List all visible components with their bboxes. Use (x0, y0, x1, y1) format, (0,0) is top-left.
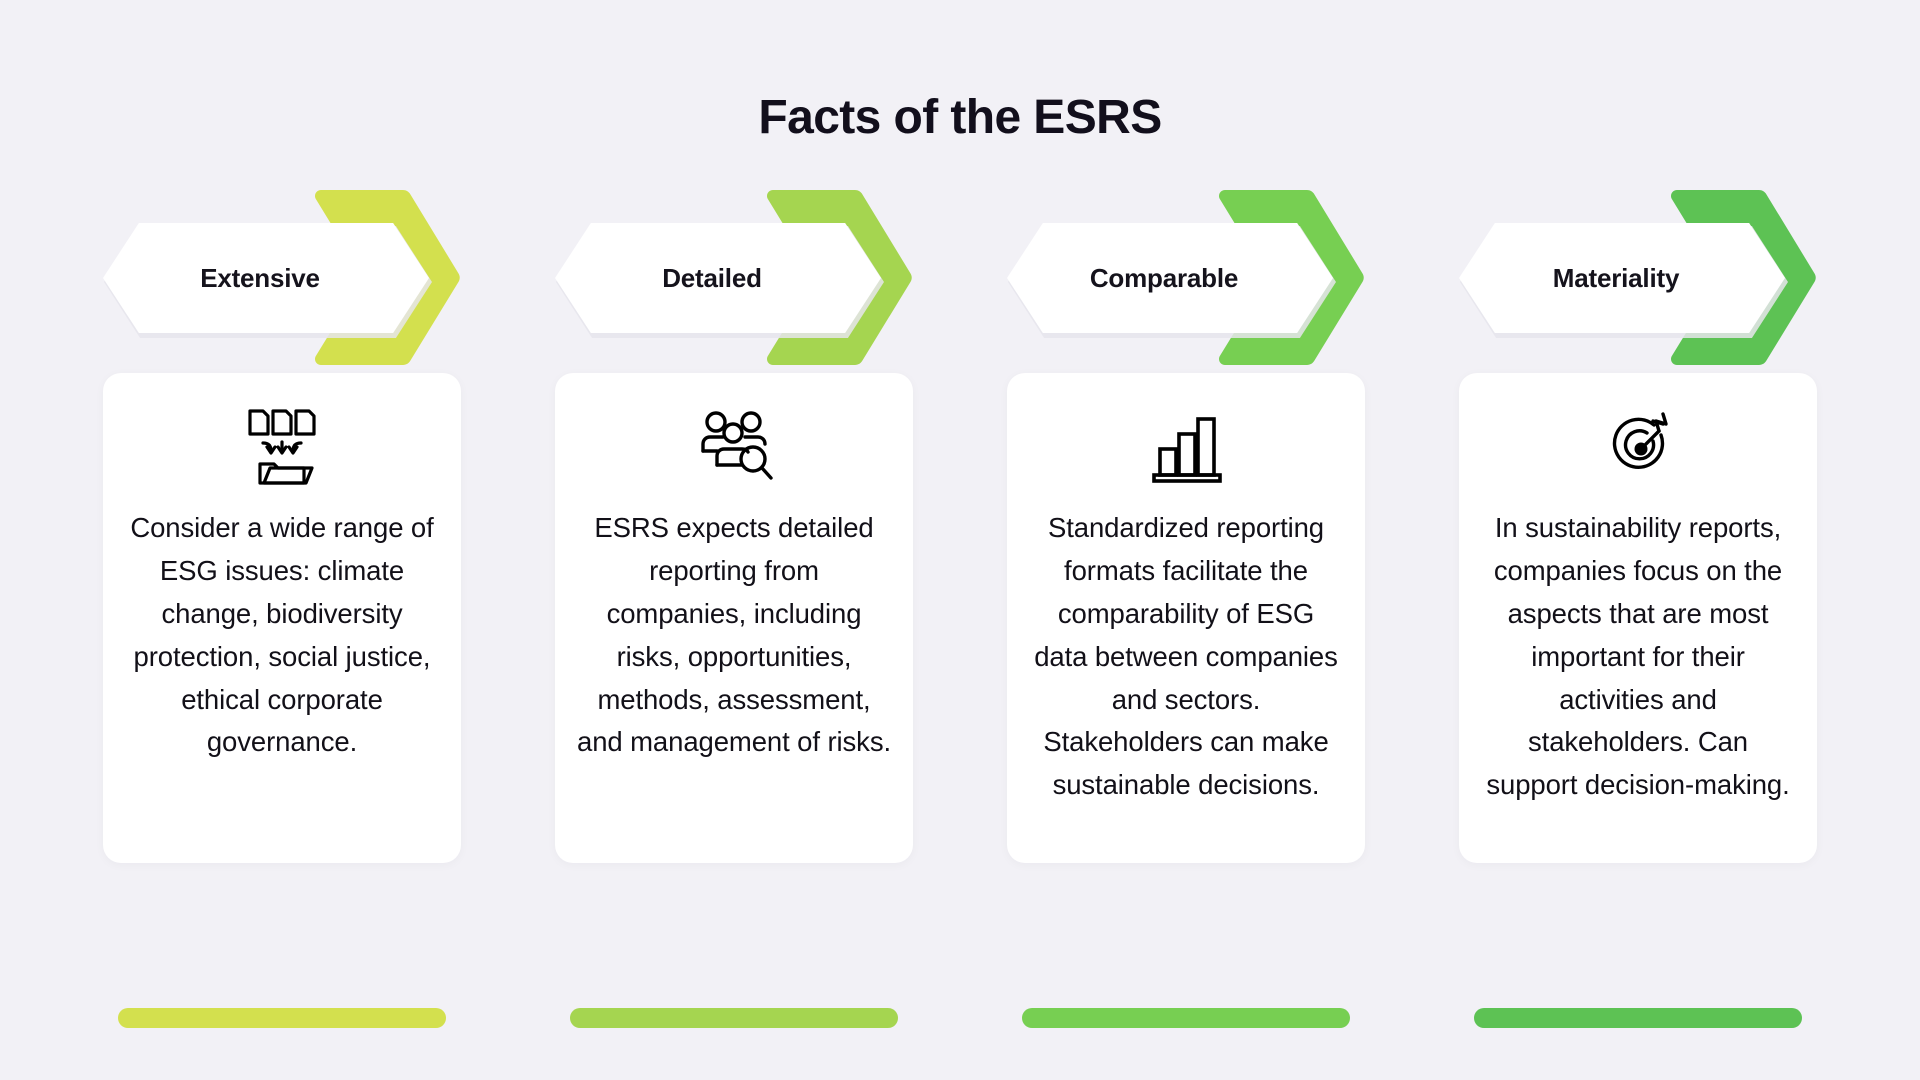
accent-bar (1474, 1008, 1802, 1028)
banner-label: Detailed (662, 262, 762, 293)
fact-body-text: Consider a wide range of ESG issues: cli… (130, 512, 434, 758)
page-title: Facts of the ESRS (758, 91, 1162, 144)
facts-columns: Extensive Consider a wi (103, 190, 1817, 1050)
fact-column-detailed: Detailed ESRS expects detailed rep (555, 190, 913, 1050)
documents-into-folder-icon (239, 403, 325, 489)
banner-label: Materiality (1552, 262, 1680, 293)
people-with-magnifier-icon (691, 403, 777, 489)
accent-bar (570, 1008, 898, 1028)
banner-detailed: Detailed (555, 190, 913, 365)
banner-label: Extensive (200, 262, 320, 293)
target-with-arrow-icon (1595, 403, 1681, 489)
fact-column-comparable: Comparable Standardized reporting format… (1007, 190, 1365, 1050)
fact-card: Consider a wide range of ESG issues: cli… (103, 373, 461, 863)
banner-plate: Materiality (1459, 223, 1785, 333)
banner-label: Comparable (1089, 262, 1239, 293)
accent-bar (118, 1008, 446, 1028)
banner-plate: Extensive (103, 223, 429, 333)
fact-body-text: ESRS expects detailed reporting from com… (577, 512, 892, 758)
bottom-bar-wrap (103, 1008, 461, 1028)
fact-body-text: Standardized reporting formats facilitat… (1034, 512, 1338, 801)
fact-body-text: In sustainability reports, companies foc… (1486, 512, 1790, 801)
fact-column-extensive: Extensive Consider a wi (103, 190, 461, 1050)
banner-materiality: Materiality (1459, 190, 1817, 365)
bar-chart-icon (1143, 403, 1229, 489)
bottom-bar-wrap (1007, 1008, 1365, 1028)
banner-plate: Comparable (1007, 223, 1333, 333)
fact-card: In sustainability reports, companies foc… (1459, 373, 1817, 863)
banner-plate: Detailed (555, 223, 881, 333)
banner-extensive: Extensive (103, 190, 461, 365)
fact-card: Standardized reporting formats facilitat… (1007, 373, 1365, 863)
fact-column-materiality: Materiality In sustainability reports, c… (1459, 190, 1817, 1050)
accent-bar (1022, 1008, 1350, 1028)
bottom-bar-wrap (1459, 1008, 1817, 1028)
banner-comparable: Comparable (1007, 190, 1365, 365)
fact-card: ESRS expects detailed reporting from com… (555, 373, 913, 863)
bottom-bar-wrap (555, 1008, 913, 1028)
